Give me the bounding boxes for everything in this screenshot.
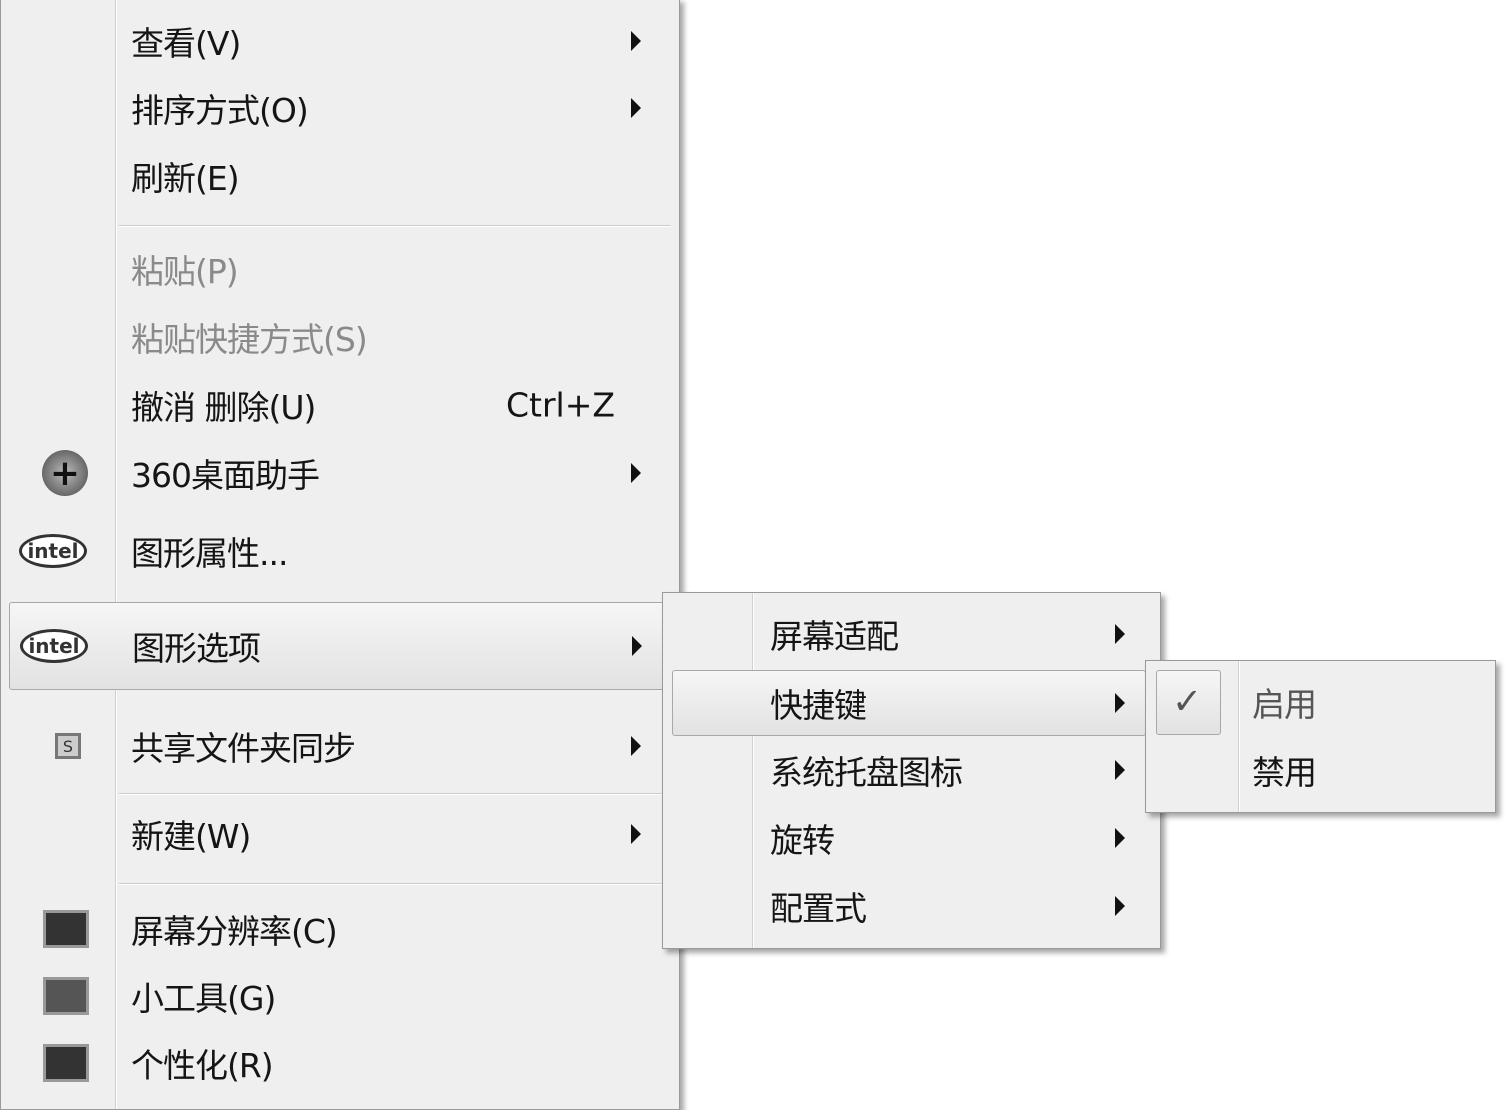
- menu-item-screen-resolution[interactable]: 屏幕分辨率(C): [1, 896, 679, 962]
- hotkeys-submenu: ✓ 启用 禁用: [1145, 660, 1496, 813]
- menu-item-label: 配置式: [770, 889, 867, 928]
- graphics-options-submenu: 屏幕适配 快捷键 系统托盘图标 旋转 配置式: [662, 592, 1161, 949]
- menu-gutter: [115, 0, 116, 1109]
- submenu-arrow-icon: [1115, 693, 1125, 713]
- menu-item-label: 查看(V): [131, 24, 241, 63]
- menu-item-label: 排序方式(O): [131, 91, 309, 130]
- menu-gutter: [1238, 661, 1239, 812]
- menu-item-label: 粘贴(P): [131, 252, 239, 291]
- submenu-item-profiles[interactable]: 配置式: [663, 873, 1160, 939]
- submenu-arrow-icon: [631, 463, 641, 483]
- menu-item-label: 图形选项: [132, 629, 261, 668]
- submenu-arrow-icon: [1115, 760, 1125, 780]
- 360-icon: +: [42, 450, 88, 496]
- personalize-icon: [43, 1044, 89, 1082]
- menu-separator: [119, 883, 671, 885]
- submenu-arrow-icon: [1115, 896, 1125, 916]
- submenu-item-screen-fit[interactable]: 屏幕适配: [663, 601, 1160, 667]
- menu-item-label: 屏幕分辨率(C): [131, 912, 338, 951]
- menu-separator: [119, 793, 671, 795]
- menu-item-label: 图形属性...: [131, 534, 288, 573]
- menu-item-undo-delete[interactable]: 撤消 删除(U) Ctrl+Z: [1, 372, 679, 438]
- menu-item-label: 撤消 删除(U): [131, 388, 316, 427]
- menu-item-label: 个性化(R): [131, 1046, 274, 1085]
- checkmark-icon: ✓: [1172, 681, 1203, 723]
- gadgets-icon: [43, 977, 89, 1015]
- menu-item-paste-shortcut: 粘贴快捷方式(S): [1, 304, 679, 370]
- shortcut-label: Ctrl+Z: [506, 385, 615, 425]
- submenu-arrow-icon: [632, 636, 642, 656]
- menu-item-shared-folder-sync[interactable]: S 共享文件夹同步: [1, 713, 679, 779]
- submenu-arrow-icon: [631, 31, 641, 51]
- menu-item-gadgets[interactable]: 小工具(G): [1, 963, 679, 1029]
- sync-icon: S: [55, 733, 81, 759]
- menu-item-label: 360桌面助手: [131, 456, 320, 495]
- menu-gutter: [752, 593, 753, 948]
- menu-item-new[interactable]: 新建(W): [1, 801, 679, 867]
- menu-item-graphics-properties[interactable]: intel 图形属性...: [1, 518, 679, 584]
- submenu-item-enable[interactable]: ✓ 启用: [1146, 669, 1495, 735]
- menu-item-personalize[interactable]: 个性化(R): [1, 1030, 679, 1096]
- menu-item-label: 系统托盘图标: [770, 753, 963, 792]
- menu-item-label: 禁用: [1252, 753, 1317, 792]
- submenu-arrow-icon: [1115, 624, 1125, 644]
- menu-item-graphics-options[interactable]: intel 图形选项: [9, 602, 699, 690]
- submenu-item-tray-icon[interactable]: 系统托盘图标: [663, 737, 1160, 803]
- menu-item-360-desktop[interactable]: +360桌面助手: [1, 440, 679, 506]
- submenu-arrow-icon: [631, 98, 641, 118]
- menu-item-label: 小工具(G): [131, 979, 276, 1018]
- menu-item-label: 启用: [1252, 685, 1317, 724]
- menu-item-label: 共享文件夹同步: [131, 729, 356, 768]
- checkmark-box: [1156, 670, 1221, 735]
- desktop-context-menu: 查看(V) 排序方式(O) 刷新(E) 粘贴(P) 粘贴快捷方式(S) 撤消 删…: [0, 0, 699, 1110]
- menu-item-label: 刷新(E): [131, 159, 240, 198]
- menu-item-label: 旋转: [770, 821, 835, 860]
- submenu-arrow-icon: [631, 824, 641, 844]
- menu-item-view[interactable]: 查看(V): [1, 8, 679, 74]
- submenu-arrow-icon: [1115, 828, 1125, 848]
- submenu-item-rotation[interactable]: 旋转: [663, 805, 1160, 871]
- menu-item-paste: 粘贴(P): [1, 236, 679, 302]
- submenu-item-hotkeys[interactable]: 快捷键: [672, 670, 1146, 736]
- menu-item-sort-by[interactable]: 排序方式(O): [1, 75, 679, 141]
- menu-item-label: 快捷键: [770, 686, 867, 725]
- menu-item-label: 新建(W): [131, 817, 251, 856]
- menu-item-label: 屏幕适配: [770, 617, 899, 656]
- submenu-item-disable[interactable]: 禁用: [1146, 737, 1495, 803]
- menu-item-refresh[interactable]: 刷新(E): [1, 143, 679, 209]
- intel-icon: intel: [19, 534, 87, 568]
- submenu-arrow-icon: [631, 736, 641, 756]
- menu-item-label: 粘贴快捷方式(S): [131, 320, 368, 359]
- menu-separator: [119, 225, 671, 227]
- monitor-icon: [43, 910, 89, 948]
- intel-icon: intel: [20, 629, 88, 663]
